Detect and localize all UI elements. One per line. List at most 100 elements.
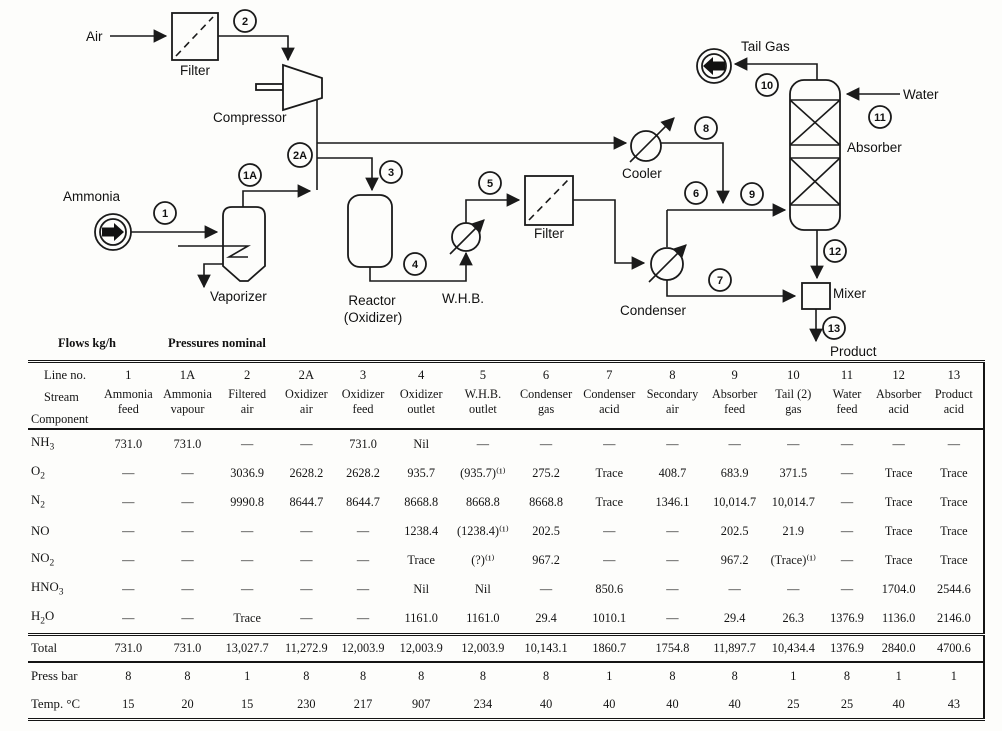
table-cell: 731.0 bbox=[349, 436, 377, 451]
flow-line-7 bbox=[666, 280, 797, 303]
table-cell: — bbox=[356, 523, 370, 538]
table-cell: 1754.8 bbox=[640, 633, 705, 663]
table-cell: 731.0 bbox=[173, 436, 202, 451]
table-cell: — bbox=[122, 523, 135, 538]
stream-marker-4: 4 bbox=[403, 252, 427, 276]
table-cell: 1161.0 bbox=[466, 610, 500, 625]
stream-marker-9: 9 bbox=[740, 182, 764, 206]
table-cell: 29.4 bbox=[723, 610, 746, 625]
mixer-label: Mixer bbox=[833, 286, 867, 301]
table-cell: 40 bbox=[704, 691, 766, 721]
table-cell: Trace bbox=[884, 523, 913, 538]
ammonia-label: Ammonia bbox=[63, 189, 121, 204]
flows-caption: Flows kg/h bbox=[58, 336, 116, 350]
table-cell: Trace bbox=[595, 494, 624, 509]
svg-text:5: 5 bbox=[487, 178, 493, 190]
row-label: Total bbox=[28, 633, 99, 663]
stream-marker-3: 3 bbox=[379, 160, 403, 184]
table-cell: Trace bbox=[884, 465, 913, 480]
table-cell: 1 bbox=[606, 669, 613, 684]
table-cell: 731.0 bbox=[114, 436, 143, 451]
svg-text:1A: 1A bbox=[243, 170, 257, 182]
table-cell: 8668.8 bbox=[404, 494, 439, 509]
table-cell: Nil bbox=[475, 581, 491, 596]
table-cell: — bbox=[356, 610, 370, 625]
table-cell: — bbox=[122, 581, 135, 596]
stream-marker-12: 12 bbox=[823, 239, 847, 263]
table-cell: — bbox=[603, 436, 616, 451]
stream-marker-7: 7 bbox=[708, 268, 732, 292]
reactor-label: Reactor bbox=[348, 293, 396, 308]
filter2-label: Filter bbox=[534, 226, 565, 241]
table-cell: 1 bbox=[950, 669, 957, 684]
table-cell: 731.0 bbox=[158, 633, 217, 663]
table-cell: 683.9 bbox=[720, 465, 749, 480]
stream-marker-8: 8 bbox=[694, 116, 718, 140]
table-cell: 2544.6 bbox=[936, 581, 971, 596]
table-cell: 11,897.7 bbox=[704, 633, 766, 663]
table-cell: — bbox=[476, 436, 490, 451]
condenser-arrow bbox=[648, 244, 687, 283]
table-cell: 10,014.7 bbox=[713, 494, 757, 509]
filter2-diagonal bbox=[528, 179, 569, 221]
table-cell: 12,003.9 bbox=[451, 633, 515, 663]
row-label: Temp. °C bbox=[28, 691, 99, 721]
table-cell: — bbox=[840, 552, 854, 567]
table-cell: — bbox=[300, 552, 313, 567]
table-cell: 1 bbox=[790, 669, 797, 684]
table-cell: 4700.6 bbox=[924, 633, 984, 663]
flow-line-8 bbox=[661, 142, 730, 205]
svg-text:1: 1 bbox=[162, 208, 168, 220]
table-cell: — bbox=[728, 436, 741, 451]
table-cell: — bbox=[603, 523, 616, 538]
svg-text:7: 7 bbox=[717, 275, 723, 287]
svg-text:12: 12 bbox=[829, 246, 841, 258]
table-cell: — bbox=[840, 523, 854, 538]
table-cell: Trace bbox=[884, 552, 913, 567]
row-label: NO2 bbox=[31, 550, 55, 569]
table-cell: — bbox=[181, 465, 194, 480]
svg-text:6: 6 bbox=[693, 188, 699, 200]
table-cell: — bbox=[892, 436, 905, 451]
table-cell: — bbox=[241, 436, 254, 451]
table-cell: 20 bbox=[158, 691, 217, 721]
table-cell: — bbox=[181, 581, 194, 596]
stream-marker-1: 1 bbox=[153, 201, 177, 225]
table-cell: 1010.1 bbox=[592, 610, 627, 625]
table-cell: 202.5 bbox=[720, 523, 749, 538]
table-cell: 8 bbox=[125, 669, 132, 684]
table-cell: Trace bbox=[595, 465, 624, 480]
mixer-symbol bbox=[801, 282, 831, 310]
table-cell: 8668.8 bbox=[529, 494, 563, 509]
table-cell: — bbox=[356, 552, 370, 567]
table-cell: 1136.0 bbox=[881, 610, 916, 625]
flow-line-2 bbox=[218, 35, 295, 62]
table-cell: 234 bbox=[451, 691, 515, 721]
table-cell: 2840.0 bbox=[872, 633, 925, 663]
table-cell: 8 bbox=[418, 669, 425, 684]
vaporizer-symbol bbox=[222, 206, 266, 282]
svg-text:11: 11 bbox=[874, 112, 886, 124]
table-cell: 12,003.9 bbox=[391, 633, 452, 663]
tail-gas-label: Tail Gas bbox=[741, 39, 790, 54]
table-cell: — bbox=[241, 552, 254, 567]
whb-label: W.H.B. bbox=[442, 291, 484, 306]
process-flow-diagram: Air Filter Compressor Ammonia Vaporizer … bbox=[58, 9, 939, 359]
svg-text:8: 8 bbox=[703, 123, 709, 135]
table-cell: — bbox=[181, 610, 194, 625]
compressor-symbol bbox=[282, 63, 323, 112]
table-cell: 8 bbox=[669, 669, 676, 684]
table-cell: 40 bbox=[640, 691, 705, 721]
table-cell: Nil bbox=[413, 436, 430, 451]
table-cell: — bbox=[300, 523, 313, 538]
